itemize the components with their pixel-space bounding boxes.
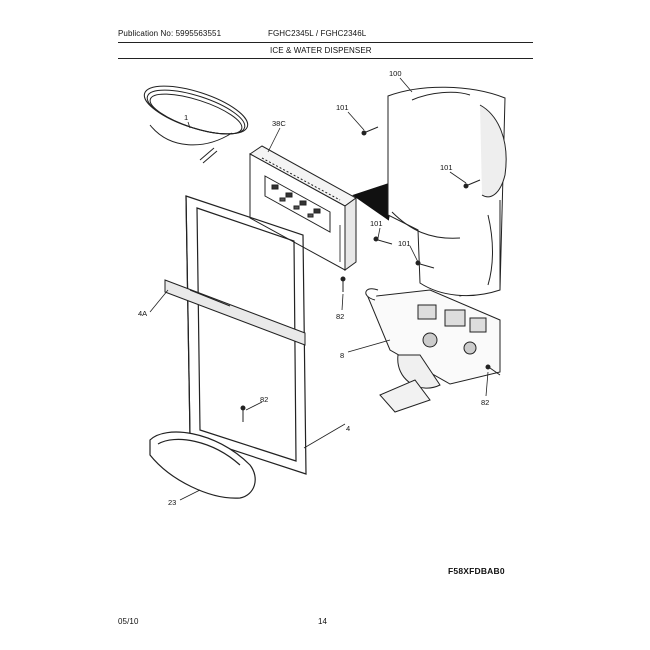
drawing-code: F58XFDBAB0 — [448, 566, 505, 576]
callout-drip-tray: 23 — [168, 498, 176, 507]
callout-tubing: 1 — [184, 113, 188, 122]
footer-date: 05/10 — [118, 617, 139, 626]
callout-screw-right-low: 82 — [481, 398, 489, 407]
screws — [240, 126, 501, 422]
header-rule-top — [118, 42, 533, 43]
dispenser-housing — [387, 86, 507, 297]
publication-number: Publication No: 5995563551 — [118, 29, 222, 38]
control-board — [249, 145, 357, 271]
callout-housing: 100 — [389, 69, 402, 78]
footer-page-number: 14 — [318, 617, 328, 626]
model-numbers: FGHC2345L / FGHC2346L — [268, 29, 367, 38]
callout-screw-top: 101 — [336, 103, 349, 112]
actuator-assembly — [365, 288, 501, 413]
section-title: ICE & WATER DISPENSER — [270, 46, 372, 55]
callout-screw-right: 101 — [440, 163, 453, 172]
callout-screw-center: 82 — [260, 395, 268, 404]
dispenser-frame — [185, 195, 307, 475]
header-rule-bottom — [118, 58, 533, 59]
callout-actuator: 8 — [340, 351, 344, 360]
callout-screw-mid: 101 — [370, 219, 383, 228]
water-tubing-coil — [143, 85, 249, 164]
drip-tray — [149, 431, 256, 499]
leader-lines — [149, 77, 489, 501]
callout-screw-low: 101 — [398, 239, 411, 248]
callout-screw-left: 82 — [336, 312, 344, 321]
callout-frame: 4 — [346, 424, 350, 433]
callout-trim-strip: 4A — [138, 309, 147, 318]
callout-control-board: 38C — [272, 119, 286, 128]
trim-strip — [164, 279, 306, 346]
